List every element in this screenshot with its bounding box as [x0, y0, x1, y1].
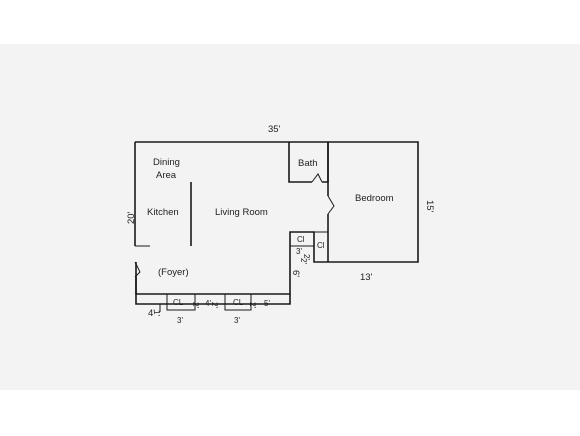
- closet-1-label: CL: [173, 298, 184, 307]
- closet-2-width: 3': [234, 316, 240, 325]
- closet-1-depth: 2': [191, 302, 200, 308]
- hall-dim-2b: 2': [302, 254, 311, 260]
- room-bath: Bath: [298, 158, 318, 169]
- room-dining-line1: Dining: [153, 157, 180, 168]
- bath-wall-right: [322, 142, 329, 183]
- closet-1-box: [166, 293, 196, 311]
- hall-closet-divider: [300, 245, 315, 262]
- closet-2-depth: 2': [248, 302, 257, 308]
- dim-top: 35': [268, 124, 281, 135]
- gap-4-depth: 2': [210, 302, 219, 308]
- bath-wall: [288, 142, 312, 183]
- gap-4-dim: 4': [205, 299, 211, 308]
- hall-closet-width: 3': [296, 247, 302, 256]
- hall-dim-2a: 2': [299, 258, 308, 264]
- room-foyer: (Foyer): [158, 267, 189, 278]
- closet-1-width: 3': [177, 316, 183, 325]
- hall-closet-right-box: [314, 231, 329, 263]
- closet-2-label: CL: [233, 298, 244, 307]
- foyer-dim-1: 1': [152, 310, 161, 316]
- dim-bedroom-bottom: 13': [360, 272, 373, 283]
- foyer-door-swing: [134, 261, 141, 278]
- room-dining-line2: Area: [156, 170, 177, 181]
- dim-hall-vertical: 6': [290, 270, 301, 277]
- room-living: Living Room: [215, 207, 268, 218]
- dim-right: 15': [424, 200, 435, 213]
- left-wall-lower: [135, 277, 291, 305]
- bedroom-door-swing: [327, 195, 335, 215]
- bath-door-swing: [311, 173, 323, 183]
- room-kitchen: Kitchen: [147, 207, 179, 218]
- hall-closet-right-label: Cl: [317, 241, 325, 250]
- gap-5-dim: 5': [264, 299, 270, 308]
- dim-left: 20': [126, 211, 137, 224]
- paper-background: [0, 44, 580, 390]
- dim-foyer-bottom: 4': [148, 308, 155, 319]
- hall-closet-label: Cl: [297, 235, 305, 244]
- closet-2-box: [224, 293, 252, 311]
- room-bedroom: Bedroom: [355, 193, 394, 204]
